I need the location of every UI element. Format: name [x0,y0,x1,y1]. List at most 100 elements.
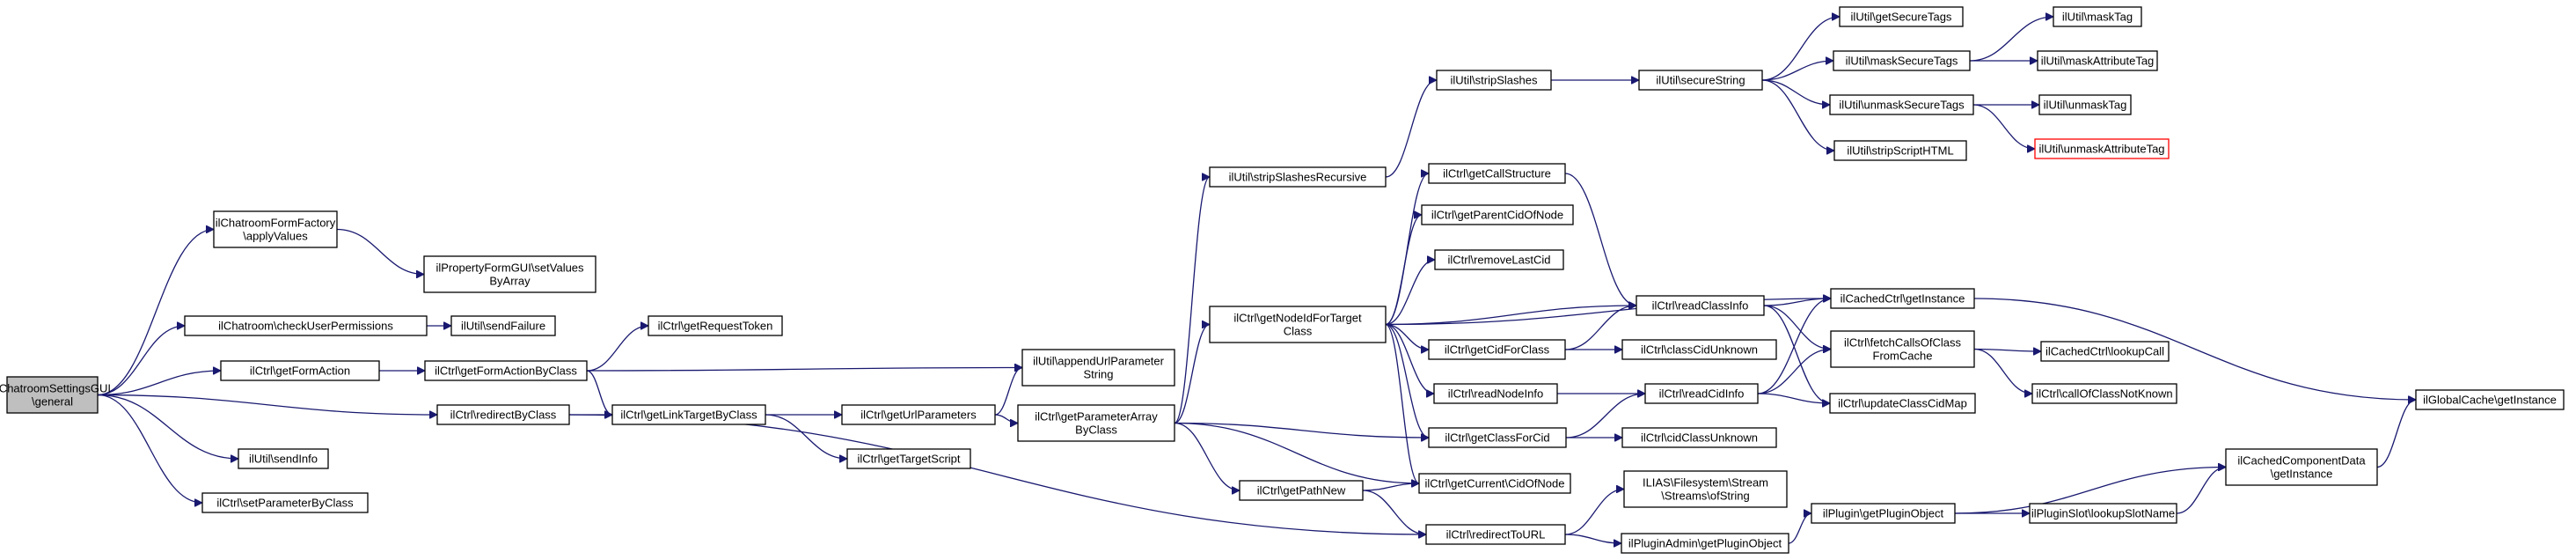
node-box [1418,473,1571,494]
node-ilcachedcomponentdata-getinstance[interactable]: ilCachedComponentData\getInstance [2225,448,2378,486]
node-ilctrl-callofclassnotknown[interactable]: ilCtrl\callOfClassNotKnown [2031,383,2177,404]
node-ilctrl-cidclassunknown[interactable]: ilCtrl\cidClassUnknown [1621,427,1777,448]
node-ilutil-masksecuretags[interactable]: ilUtil\maskSecureTags [1833,50,1971,71]
node-label: ilUtil\maskSecureTags [1846,55,1958,68]
edge-cgnftc-to-cgpcon [1385,215,1423,326]
node-ilplugin-getpluginobject[interactable]: ilPlugin\getPluginObject [1811,503,1956,524]
edge-root-to-crbc [97,394,437,416]
node-ilpluginslot-lookupslotname[interactable]: ilPluginSlot\lookupSlotName [2029,503,2177,524]
node-label: ilCtrl\getTargetScript [857,453,960,466]
node-ilutil-unmasktag[interactable]: ilUtil\unmaskTag [2038,94,2132,115]
node-label: ilUtil\secureString [1656,74,1745,87]
node-ilpluginadmin-getpluginobject[interactable]: ilPluginAdmin\getPluginObject [1621,533,1789,554]
node-ilctrl-getparentcidofnode[interactable]: ilCtrl\getParentCidOfNode [1421,204,1574,225]
node-ilutil-getsecuretags[interactable]: ilUtil\getSecureTags [1839,6,1964,27]
node-ilcachedctrl-getinstance[interactable]: ilCachedCtrl\getInstance [1830,288,1975,309]
edge-cgfabc-to-cgrt [586,326,648,372]
node-ilutil-stripslashesrecursive[interactable]: ilUtil\stripSlashesRecursive [1209,166,1387,188]
node-ilctrl-readcidinfo[interactable]: ilCtrl\readCidInfo [1644,383,1759,404]
node-label: Class [1284,325,1313,338]
node-ilchatroom-checkuserpermissions[interactable]: ilChatroom\checkUserPermissions [184,315,428,336]
edge-cgnftc-to-cgcfcid [1385,323,1430,438]
node-label: ilUtil\sendFailure [461,320,545,333]
node-box [1433,383,1558,404]
edge-cgcfcid-to-crcidi [1565,394,1645,438]
node-label: ilCtrl\classCidUnknown [1641,343,1758,357]
node-ilctrl-readnodeinfo[interactable]: ilCtrl\readNodeInfo [1433,383,1558,404]
node-ilcachedctrl-lookupcall[interactable]: ilCachedCtrl\lookupCall [2040,341,2170,362]
node-ilutil-securestring[interactable]: ilUtil\secureString [1638,70,1763,91]
node-ilutil-stripscripthtml[interactable]: ilUtil\stripScriptHTML [1833,140,1967,161]
node-ilctrl-redirectbyclass[interactable]: ilCtrl\redirectByClass [436,404,570,425]
node-label: ilUtil\sendInfo [249,453,318,466]
node-box [1428,427,1567,448]
node-label: ilCtrl\removeLastCid [1447,254,1550,267]
node-box [2038,94,2132,115]
node-label: \applyValues [243,230,308,243]
node-label: ilCtrl\getRequestToken [658,320,773,333]
node-box [1425,524,1566,545]
edge-cgpn-to-crtu [1362,490,1426,534]
node-label: ilPluginAdmin\getPluginObject [1628,537,1782,550]
node-ilctrl-getformactionbyclass[interactable]: ilCtrl\getFormActionByClass [424,360,588,381]
node-ilutil-sendfailure[interactable]: ilUtil\sendFailure [450,315,556,336]
node-ilutil-masktag[interactable]: ilUtil\maskTag [2053,6,2142,27]
edge-ipgpo-to-cccdgi [1954,468,2226,514]
node-label: ilCtrl\getPathNew [1257,484,1346,497]
node-ilctrl-readclassinfo[interactable]: ilCtrl\readClassInfo [1636,295,1765,316]
node-ilctrl-getformaction[interactable]: ilCtrl\getFormAction [220,360,380,381]
node-ilias-filesystem-stream-streams-ofstring[interactable]: ILIAS\Filesystem\Stream\Streams\ofString [1623,470,1788,508]
node-box [213,210,338,248]
node-label: ILIAS\Filesystem\Stream [1643,476,1768,490]
edge-cgnftc-to-crni [1385,323,1435,394]
node-ilctrl-getrequesttoken[interactable]: ilCtrl\getRequestToken [648,315,783,336]
node-ilctrl-classcidunknown[interactable]: ilCtrl\classCidUnknown [1621,339,1777,360]
node-label: ilCtrl\redirectByClass [450,409,557,422]
node-ilctrl-setparameterbyclass[interactable]: ilCtrl\setParameterByClass [201,492,369,513]
node-ilchatroomformfactory-applyvalues[interactable]: ilChatroomFormFactory\applyValues [213,210,338,248]
node-box [1644,383,1759,404]
node-label: ilCtrl\getUrlParameters [860,409,977,422]
node-ilutil-unmasksecuretags[interactable]: ilUtil\unmaskSecureTags [1829,94,1974,115]
node-ilchatroomsettingsgui-general[interactable]: ilChatroomSettingsGUI\general [0,376,111,414]
node-ilutil-maskattributetag[interactable]: ilUtil\maskAttributeTag [2037,50,2158,71]
node-box [2225,448,2378,486]
node-ilctrl-getcidforclass[interactable]: ilCtrl\getCidForClass [1428,339,1566,360]
node-label: ilCachedCtrl\lookupCall [2045,345,2164,358]
node-box [1830,288,1975,309]
node-ilctrl-getlinktargetbyclass[interactable]: ilCtrl\getLinkTargetByClass [611,404,766,425]
node-ilctrl-redirecttourl[interactable]: ilCtrl\redirectToURL [1425,524,1566,545]
node-ilctrl-getclassforcid[interactable]: ilCtrl\getClassForCid [1428,427,1567,448]
node-ilctrl-getcallstructure[interactable]: ilCtrl\getCallStructure [1428,163,1566,184]
node-ilctrl-gettargetscript[interactable]: ilCtrl\getTargetScript [846,448,971,469]
node-ilutil-sendinfo[interactable]: ilUtil\sendInfo [238,448,329,469]
node-ilctrl-updateclasscidmap[interactable]: ilCtrl\updateClassCidMap [1829,393,1976,414]
node-label: ilCtrl\getFormAction [250,365,350,378]
node-ilutil-stripslashes[interactable]: ilUtil\stripSlashes [1436,70,1552,91]
node-ilctrl-geturlparameters[interactable]: ilCtrl\getUrlParameters [841,404,996,425]
node-label: \general [32,395,73,409]
node-ilutil-unmaskattributetag[interactable]: ilUtil\unmaskAttributeTag [2034,138,2170,159]
node-box [1621,533,1789,554]
edge-cgfabc-to-uaups [586,368,1022,372]
edge-cgcs-to-crci [1564,173,1637,306]
node-box [1830,330,1975,368]
node-ilglobalcache-getinstance[interactable]: ilGlobalCache\getInstance [2415,389,2565,410]
edge-cgpabc-to-cgnftc [1174,325,1211,424]
node-label: ilCtrl\getParameterArray [1035,410,1158,424]
node-label: ilUtil\maskAttributeTag [2041,55,2155,68]
node-ilctrl-getpathnew[interactable]: ilCtrl\getPathNew [1239,480,1364,501]
edge-cgfabc-to-cgltbc [586,370,613,415]
node-ilctrl-removelastcid[interactable]: ilCtrl\removeLastCid [1434,249,1564,270]
node-label: ilCtrl\getCallStructure [1443,167,1551,181]
node-ilctrl-getcurrent-cidofnode[interactable]: ilCtrl\getCurrent\CidOfNode [1418,473,1571,494]
node-box [2029,503,2177,524]
edge-crtu-to-ipagpo [1564,534,1621,543]
node-label: ilUtil\unmaskTag [2044,99,2127,112]
node-label: ilCtrl\readNodeInfo [1448,387,1543,401]
